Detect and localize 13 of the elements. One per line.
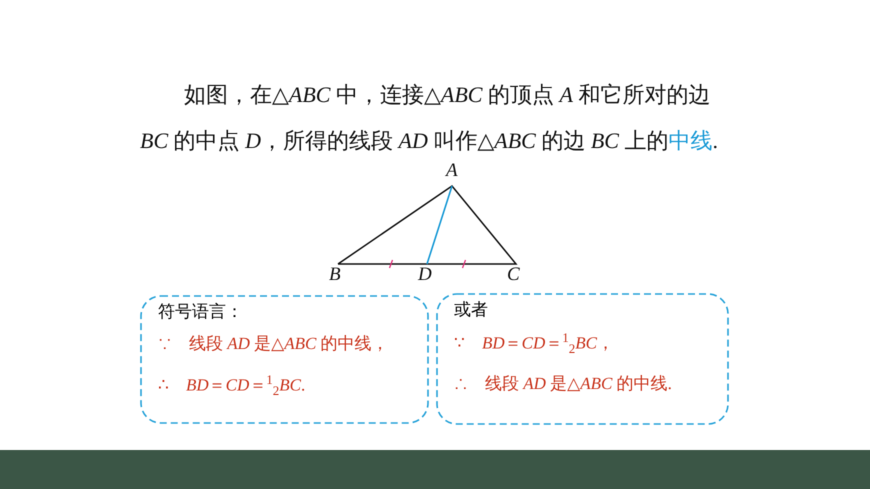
paragraph: 如图，在△ABC 中，连接△ABC 的顶点 A 和它所对的边 BC 的中点 D，所得的线段 AD 叫作△ABC 的边 BC 上的中线.: [140, 81, 719, 155]
box-heading: 符号语言：: [158, 301, 243, 323]
statement: ∴ 线段 AD 是△ABC 的中线.: [454, 373, 672, 395]
point-label: C: [507, 264, 520, 286]
box-heading: 或者: [454, 299, 488, 321]
point-label: D: [418, 264, 432, 286]
statement: ∵ BD＝CD＝$^{1}$$_{2}$BC，: [454, 330, 614, 358]
statement: ∴ BD＝CD＝$^{1}$$_{2}$BC.: [158, 372, 306, 400]
dashed-box: [436, 293, 729, 425]
dashed-box: [140, 295, 429, 424]
point-label: B: [329, 264, 341, 286]
point-label: A: [446, 160, 458, 182]
statement: ∵ 线段 AD 是△ABC 的中线，: [158, 333, 389, 355]
